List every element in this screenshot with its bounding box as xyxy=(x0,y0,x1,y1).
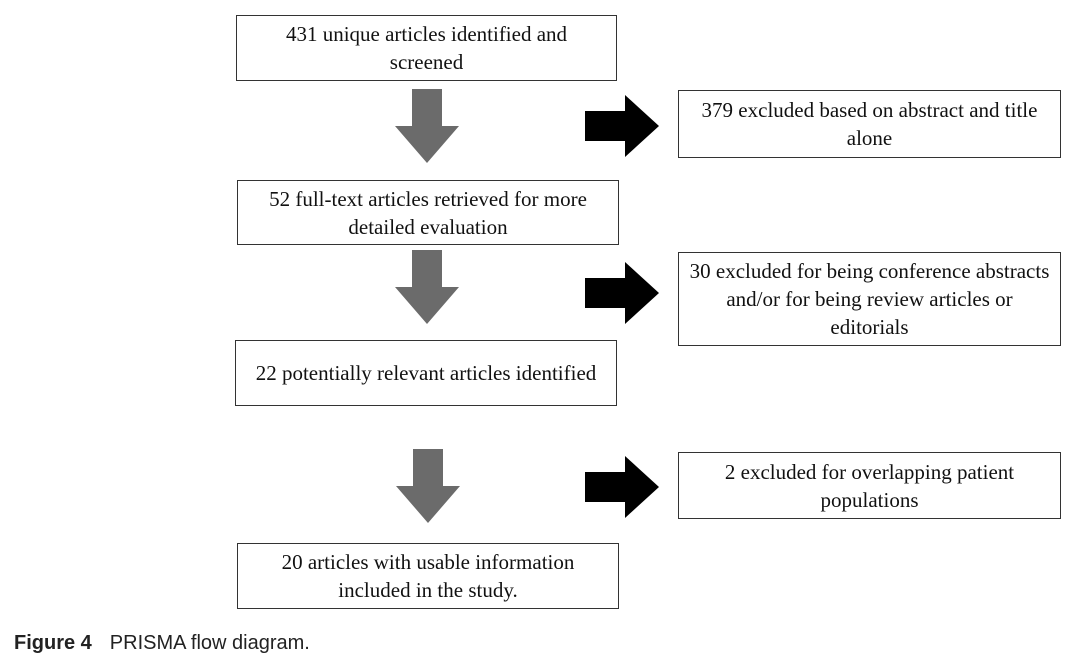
step-box-full-text: 52 full-text articles retrieved for more… xyxy=(237,180,619,245)
exclusion-text-conference: 30 excluded for being conference abstrac… xyxy=(689,259,1050,339)
right-arrow-shape xyxy=(585,262,659,324)
step-box-included: 20 articles with usable information incl… xyxy=(237,543,619,609)
right-arrow-icon xyxy=(585,456,659,518)
step-box-identified: 431 unique articles identified and scree… xyxy=(236,15,617,81)
down-arrow-shape xyxy=(395,89,459,163)
right-arrow-shape xyxy=(585,456,659,518)
down-arrow-icon xyxy=(395,89,459,163)
step-text-identified: 431 unique articles identified and scree… xyxy=(285,22,568,74)
down-arrow-shape xyxy=(396,449,460,523)
step-text-full-text: 52 full-text articles retrieved for more… xyxy=(269,186,587,239)
figure-label: Figure 4 xyxy=(14,632,92,654)
right-arrow-shape xyxy=(585,95,659,157)
down-arrow-icon xyxy=(395,250,459,324)
exclusion-box-conference: 30 excluded for being conference abstrac… xyxy=(678,252,1061,346)
exclusion-text-overlapping: 2 excluded for overlapping patient popul… xyxy=(724,459,1015,512)
exclusion-box-overlapping: 2 excluded for overlapping patient popul… xyxy=(678,452,1061,519)
figure-caption: Figure 4 PRISMA flow diagram. xyxy=(14,632,310,655)
exclusion-text-abstract: 379 excluded based on abstract and title… xyxy=(701,98,1038,150)
right-arrow-icon xyxy=(585,262,659,324)
down-arrow-shape xyxy=(395,250,459,324)
step-box-relevant: 22 potentially relevant articles identif… xyxy=(235,340,617,406)
down-arrow-icon xyxy=(396,449,460,523)
figure-caption-text: PRISMA flow diagram. xyxy=(109,632,310,654)
step-text-included: 20 articles with usable information incl… xyxy=(281,550,575,602)
right-arrow-icon xyxy=(585,95,659,157)
exclusion-box-abstract: 379 excluded based on abstract and title… xyxy=(678,90,1061,158)
step-text-relevant: 22 potentially relevant articles identif… xyxy=(255,361,597,385)
